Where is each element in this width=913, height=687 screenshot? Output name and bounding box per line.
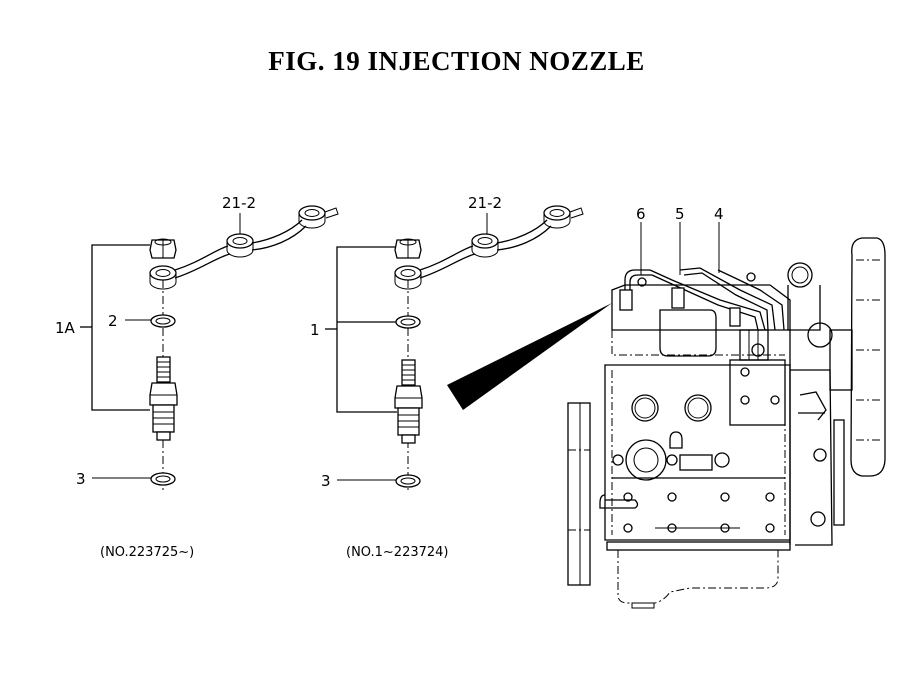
serial-note: (NO.1~223724) [346, 545, 449, 560]
figure-title: FIG. 19 INJECTION NOZZLE [268, 46, 645, 76]
assembly-label-1: 1 [310, 321, 320, 339]
nozzle [619, 289, 633, 311]
flywheel [567, 402, 591, 586]
gasket [395, 315, 421, 329]
washer-label: 3 [321, 472, 331, 490]
callout-5: 5 [675, 205, 685, 223]
gasket [150, 314, 176, 328]
pipe-label: 21-2 [222, 194, 256, 212]
cooling-fan [850, 237, 886, 477]
nut [149, 238, 177, 259]
thermostat-outlet [787, 262, 813, 288]
serial-note: (NO.223725~) [100, 545, 194, 560]
washer [395, 474, 421, 488]
oil-pan [617, 550, 779, 604]
cylinder-block [604, 364, 791, 541]
pipe-label: 21-2 [468, 194, 502, 212]
right-assembly: 1 21-2 [310, 194, 584, 560]
assembly-bracket [336, 246, 397, 413]
injection-nozzle [149, 356, 178, 441]
gasket-label: 2 [108, 312, 118, 330]
callout-6: 6 [636, 205, 646, 223]
detail-pointer [447, 303, 612, 410]
manifold [659, 309, 717, 357]
assembly-label-1a: 1A [55, 319, 76, 337]
engine-view: 6 5 4 [567, 205, 886, 609]
assembly-bracket [91, 244, 150, 411]
nozzle [729, 307, 741, 327]
oil-pan-flange [606, 541, 791, 551]
oil-filter [625, 439, 667, 481]
injection-nozzle [394, 359, 423, 444]
left-assembly: 1A 21-2 [55, 194, 339, 560]
injection-pipe [149, 205, 339, 290]
callout-4: 4 [714, 205, 724, 223]
nozzle [671, 287, 685, 309]
nut [394, 238, 422, 259]
injection-pipe [394, 205, 584, 290]
washer [150, 472, 176, 486]
washer-label: 3 [76, 470, 86, 488]
